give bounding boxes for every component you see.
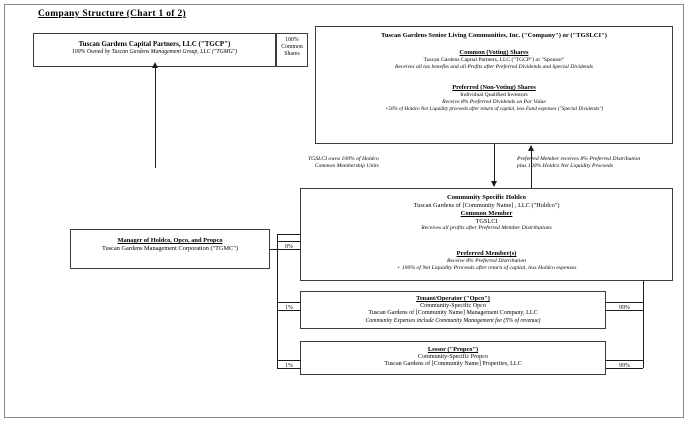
holdco-preferred-note-1: Receive 8% Preferred Distribution (446, 258, 527, 265)
pct-common-shares-label2: Shares (284, 51, 300, 58)
pct-tgmc-propco: 1% (285, 363, 293, 369)
page-title: Company Structure (Chart 1 of 2) (38, 9, 186, 19)
propco-entity: Tuscan Gardens of [Community Name] Prope… (384, 361, 522, 368)
opco-entity: Tuscan Gardens of [Community Name] Manag… (368, 310, 538, 317)
arrowhead-company-to-holdco (490, 181, 497, 187)
box-propco: Lessor ("Propco") Community-Specific Pro… (300, 341, 606, 375)
connector-spine-to-holdco (277, 234, 301, 235)
connector-holdco-right-spine (643, 281, 644, 368)
pct-tgmc-holdco: 0% (285, 244, 293, 250)
connector-spine-to-opco (277, 310, 301, 311)
connector-holdco-to-company (531, 150, 532, 188)
spacer (316, 40, 672, 49)
holdco-entity: Tuscan Gardens of [Community Name] , LLC… (413, 202, 560, 210)
connector-tgmc-to-spine (270, 249, 300, 250)
connector-tgmc-spine (277, 234, 278, 368)
arrowhead-holdco-to-company (527, 145, 534, 151)
pct-tgmc-opco: 1% (285, 305, 293, 311)
company-preferred-note-2: +50% of Holdco Net Liquidity proceeds af… (384, 105, 604, 112)
annotation-tgslci-line2: Common Membership Units (314, 162, 379, 169)
tick-tgmc-propco (277, 360, 301, 361)
annotation-tgslci-ownership: TGSLCI owns 100% of Holdco Common Member… (308, 156, 379, 170)
spacer (301, 241, 672, 250)
annotation-preferred-member: Preferred Member receives 8% Preferred D… (517, 156, 640, 170)
holdco-title: Community Specific Holdco (446, 194, 527, 201)
annotation-preferred-line1: Preferred Member receives 8% Preferred D… (517, 156, 641, 162)
box-holdco: Community Specific Holdco Tuscan Gardens… (300, 188, 673, 281)
company-preferred-note-1: Receive 8% Preferred Dividends on Par Va… (442, 99, 546, 106)
holdco-common-note: Receives all profits after Preferred Mem… (421, 225, 552, 232)
opco-note: Community Expenses include Community Man… (365, 317, 541, 324)
connector-holdco-to-tgcp (155, 67, 156, 168)
annotation-tgslci-line1: TGSLCI owns 100% of Holdco (308, 156, 379, 162)
company-preferred-holder: Individual Qualified Investors (460, 92, 528, 99)
tgcp-entity-name: Tuscan Gardens Capital Partners, LLC ("T… (78, 40, 231, 48)
propco-subtitle: Community-Specific Propco (418, 353, 488, 360)
connector-right-spine-to-opco (606, 310, 643, 311)
spacer (301, 232, 672, 241)
connector-right-spine-to-propco (606, 368, 643, 369)
company-common-holder: Tuscan Gardens Capital Partners, LLC ("T… (423, 56, 565, 63)
box-tgmc: Manager of Holdco, Opco, and Propco Tusc… (70, 229, 270, 269)
tick-holdco-propco (606, 360, 643, 361)
company-title: Tuscan Gardens Senior Living Communities… (381, 32, 607, 39)
tgmc-role: Manager of Holdco, Opco, and Propco (117, 237, 223, 244)
holdco-common-holder: TGSLCI (475, 217, 498, 225)
page-border (4, 4, 684, 418)
holdco-common-heading: Common Member (460, 209, 513, 217)
pct-holdco-opco: 99% (619, 305, 630, 311)
connector-spine-to-propco (277, 368, 301, 369)
arrowhead-holdco-to-tgcp (151, 62, 158, 68)
company-common-note: Receives all tax benefits and all Profit… (395, 63, 593, 70)
tick-holdco-opco (606, 302, 643, 303)
spacer (316, 70, 672, 79)
pct-common-shares-value: 100% (285, 37, 299, 43)
opco-subtitle: Community-Specific Opco (420, 302, 486, 309)
box-company: Tuscan Gardens Senior Living Communities… (315, 26, 673, 144)
annotation-preferred-line2: plus 100% Holdco Net Liquidity Proceeds (517, 162, 613, 169)
holdco-preferred-note-2: + 100% of Net Liquidity Proceeds after r… (396, 265, 577, 272)
opco-title: Tenant/Operator ("Opco") (416, 295, 490, 302)
tick-tgmc-holdco (277, 241, 301, 242)
box-opco: Tenant/Operator ("Opco") Community-Speci… (300, 291, 606, 329)
holdco-preferred-heading: Preferred Member(s) (456, 250, 517, 258)
tick-tgmc-opco (277, 302, 301, 303)
pct-common-shares: 100% Common Shares (276, 33, 308, 67)
pct-holdco-propco: 99% (619, 363, 630, 369)
tgmc-entity: Tuscan Gardens Management Corporation ("… (101, 244, 239, 252)
propco-title: Lessor ("Propco") (427, 346, 479, 353)
pct-common-shares-label1: Common (281, 44, 303, 51)
company-preferred-heading: Preferred (Non-Voting) Shares (452, 84, 536, 92)
connector-company-to-holdco (494, 144, 495, 182)
company-common-heading: Common (Voting) Shares (459, 49, 529, 57)
tgcp-ownership-note: 100% Owned by Tuscan Gardens Management … (71, 48, 238, 55)
